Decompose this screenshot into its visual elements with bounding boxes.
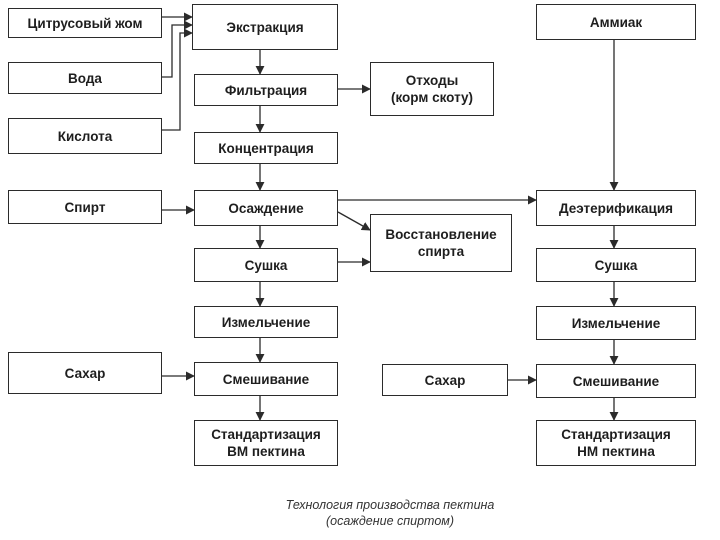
box-standardization-hm: Стандартизация ВМ пектина	[194, 420, 338, 466]
box-grinding-right: Измельчение	[536, 306, 696, 340]
box-extraction: Экстракция	[192, 4, 338, 50]
box-sugar-right: Сахар	[382, 364, 508, 396]
box-grinding-left: Измельчение	[194, 306, 338, 338]
arrow-acid-to-extraction	[162, 28, 193, 131]
box-ammonia: Аммиак	[536, 4, 696, 40]
box-standardization-lm: Стандартизация НМ пектина	[536, 420, 696, 466]
arrow-water-to-extraction	[162, 20, 193, 78]
box-drying-left: Сушка	[194, 248, 338, 282]
arrow-precipitation-to-recovery	[337, 211, 371, 231]
box-alcohol-recovery: Восстановление спирта	[370, 214, 512, 272]
caption-line-2: (осаждение спиртом)	[325, 514, 455, 528]
box-drying-right: Сушка	[536, 248, 696, 282]
box-sugar-left: Сахар	[8, 352, 162, 394]
caption-line-1: Технология производства пектина	[285, 498, 495, 512]
box-waste-feed: Отходы (корм скоту)	[370, 62, 494, 116]
box-precipitation: Осаждение	[194, 190, 338, 226]
box-citrus-pulp: Цитрусовый жом	[8, 8, 162, 38]
diagram-caption: Технология производства пектина (осажден…	[200, 497, 580, 529]
box-deesterification: Деэтерификация	[536, 190, 696, 226]
box-acid: Кислота	[8, 118, 162, 154]
box-water: Вода	[8, 62, 162, 94]
box-alcohol: Спирт	[8, 190, 162, 224]
box-filtration: Фильтрация	[194, 74, 338, 106]
box-mixing-right: Смешивание	[536, 364, 696, 398]
box-mixing-left: Смешивание	[194, 362, 338, 396]
box-concentration: Концентрация	[194, 132, 338, 164]
